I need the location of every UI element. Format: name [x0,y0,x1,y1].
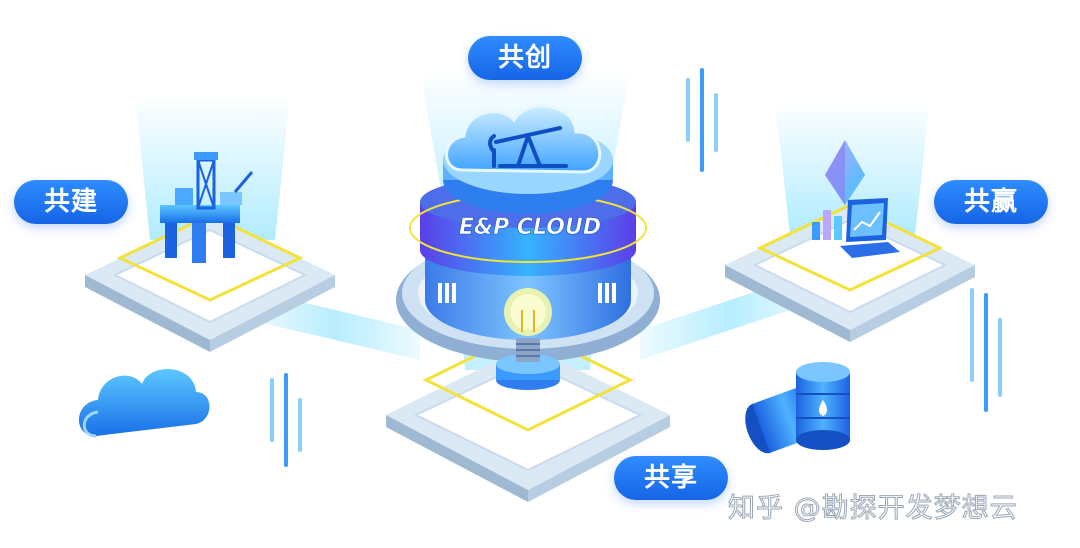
label-gongxiang: 共享 [614,456,728,500]
brand-text: E&P CLOUD [459,215,601,240]
decorative-lines [270,68,1002,467]
lightbulb-icon [496,288,560,390]
cloud-tower: E&P CLOUD [396,104,660,390]
pumpjack-icon [488,126,568,168]
watermark: 知乎 @勘探开发梦想云 [728,493,1018,525]
label-gongjian: 共建 [14,180,128,224]
bar-chart-icon [812,210,842,240]
bottom-platform [386,328,670,502]
oil-barrels-icon [745,362,850,454]
gem-icon [825,140,865,205]
right-platform [725,140,975,342]
cloud-icon [445,104,602,174]
vent-right [598,283,616,303]
label-gongying: 共赢 [934,180,1048,224]
oil-rig-icon [160,152,254,263]
label-gongchuang: 共创 [468,36,582,80]
cloud-decoration-icon [78,369,210,438]
left-platform [85,152,335,352]
vent-left [438,283,456,303]
laptop-icon [840,198,900,258]
